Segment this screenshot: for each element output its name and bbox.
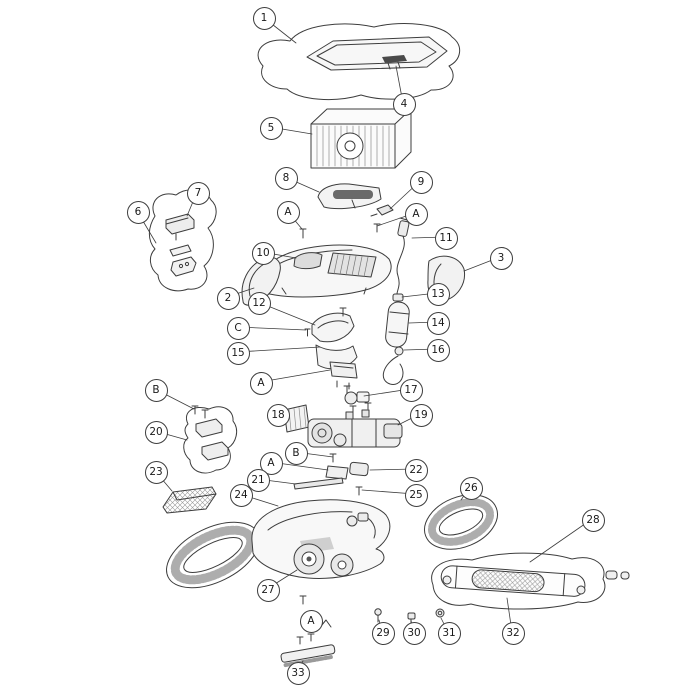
callout-23: 23 [144,460,168,484]
callout-16: 16 [426,338,450,362]
mid-bracket-group [304,307,358,390]
retainer-clip [370,204,394,217]
callout-24: 24 [229,483,253,507]
callout-3: 3 [489,246,513,270]
left-panel-outline [148,189,217,292]
intake-flap [317,183,382,210]
impeller-part [343,385,370,405]
float [385,301,410,348]
mid-fasteners-group [293,453,369,496]
callout-31: 31 [437,621,461,645]
chassis-group [251,499,391,605]
callout-17: 17 [399,378,423,402]
filter-basket [310,108,412,169]
top-cover-outline [257,23,460,100]
callout-30: 30 [402,621,426,645]
callout-19: 19 [409,403,433,427]
callout-B-2: B [284,441,308,465]
callout-28: 28 [581,508,605,532]
callout-1: 1 [252,6,276,30]
callout-13: 13 [426,282,450,306]
callout-25: 25 [404,483,428,507]
callout-26: 26 [459,476,483,500]
callout-4: 4 [392,92,416,116]
small-basket [283,404,310,433]
callout-20: 20 [144,420,168,444]
callout-11: 11 [434,226,458,250]
callout-A-4: A [259,451,283,475]
callout-7: 7 [186,181,210,205]
callout-9: 9 [409,170,433,194]
callout-2: 2 [216,286,240,310]
callout-A-2: A [404,202,428,226]
left-bracket-panel-group [183,405,238,474]
callout-A-3: A [249,371,273,395]
body-handle-opening [293,252,323,270]
left-side-panel-group [148,189,217,292]
callout-14: 14 [426,311,450,335]
cord-clip [394,346,404,356]
leader-15 [236,346,321,353]
callout-21: 21 [246,468,270,492]
callout-18: 18 [266,403,290,427]
callout-5: 5 [259,116,283,140]
callout-A-5: A [299,609,323,633]
callout-33: 33 [286,661,310,685]
callout-C: C [226,316,250,340]
callout-15: 15 [226,341,250,365]
side-brush [162,486,217,514]
roller-group [431,552,630,610]
left-track [166,521,260,589]
screws-upper [299,223,381,239]
main-body-cover [256,244,392,298]
leader-28 [529,518,593,563]
cable-connector [392,293,404,302]
roller-brush-sleeve [471,569,545,593]
callout-32: 32 [501,621,525,645]
roller-outline [431,552,606,610]
callout-27: 27 [256,578,280,602]
callout-10: 10 [251,241,275,265]
right-track [424,494,498,550]
lid-latch [382,55,407,63]
callout-12: 12 [247,291,271,315]
lid [306,36,448,71]
float-cable-group [382,217,410,385]
callout-A: A [276,200,300,224]
callout-22: 22 [404,458,428,482]
brush-strip [280,633,336,668]
callout-29: 29 [371,621,395,645]
body-grid-opening [327,252,377,278]
top-cover-group [257,23,460,100]
callout-6: 6 [126,200,150,224]
motor-assembly [307,402,403,448]
callout-B: B [144,378,168,402]
callout-8: 8 [274,166,298,190]
